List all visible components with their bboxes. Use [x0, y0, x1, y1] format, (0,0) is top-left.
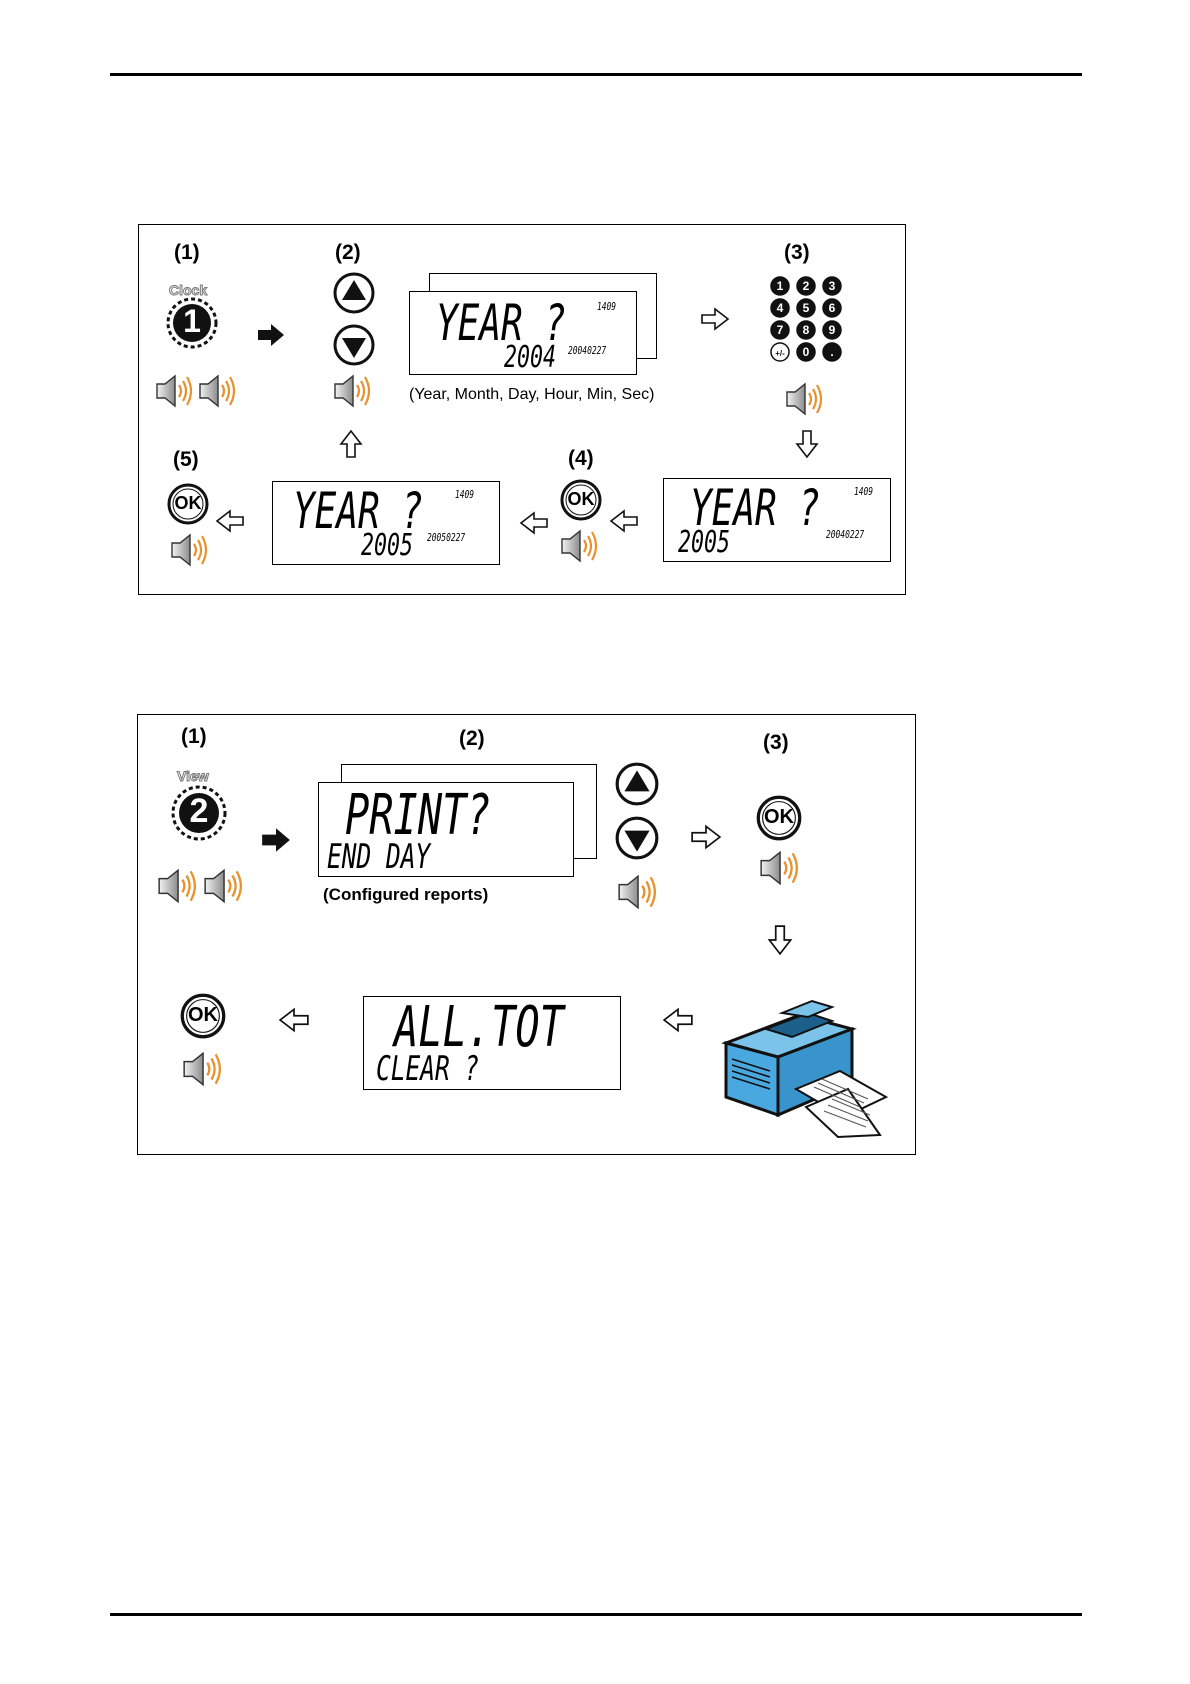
keypad-key-4[interactable]: 4: [771, 299, 789, 317]
lcd-line2: 2004: [504, 340, 556, 375]
solid-arrow-right-icon: [260, 827, 292, 853]
bottom-rule: [110, 1613, 1082, 1616]
svg-text:7: 7: [777, 323, 784, 337]
keypad-key-2[interactable]: 2: [797, 277, 815, 295]
keypad-key-7[interactable]: 7: [771, 321, 789, 339]
lcd-line2: 2005: [678, 525, 730, 560]
step-5-label: (5): [173, 448, 199, 472]
speaker-icon: [332, 373, 372, 409]
clock-key-button[interactable]: 1: [166, 297, 218, 349]
ok-button[interactable]: OK: [166, 482, 210, 526]
svg-text:1: 1: [777, 279, 784, 293]
step-1-label: (1): [174, 241, 200, 265]
speaker-icon: [181, 1050, 223, 1088]
keypad-key-9[interactable]: 9: [823, 321, 841, 339]
step-2-label: (2): [459, 727, 485, 751]
outline-arrow-down-icon: [767, 924, 793, 956]
step-3-label: (3): [784, 241, 810, 265]
ok-label: OK: [166, 493, 210, 514]
speaker-icon: [156, 867, 198, 905]
outline-arrow-left-icon: [662, 1007, 694, 1033]
keypad-key-1[interactable]: 1: [771, 277, 789, 295]
lcd-line2: CLEAR ?: [376, 1049, 479, 1089]
svg-text:6: 6: [829, 301, 836, 315]
outline-arrow-left-icon: [609, 509, 639, 533]
view-key-label: View: [177, 768, 209, 784]
svg-text:0: 0: [803, 345, 810, 359]
step-4-label: (4): [568, 447, 594, 471]
svg-text:.: .: [830, 345, 833, 359]
keypad-key-dot[interactable]: .: [823, 343, 841, 361]
speaker-icon: [559, 528, 599, 564]
outline-arrow-right-icon: [700, 307, 730, 331]
lcd-small-time: 1409: [597, 300, 616, 313]
keypad-key-sign[interactable]: +/-: [771, 343, 789, 361]
svg-text:2: 2: [803, 279, 810, 293]
ok-button[interactable]: OK: [179, 992, 227, 1040]
lcd-small-time: 1409: [455, 488, 474, 501]
configured-reports-caption: (Configured reports): [323, 885, 488, 905]
ok-label: OK: [179, 1004, 227, 1027]
speaker-icon: [784, 381, 824, 417]
up-button-icon[interactable]: [332, 271, 376, 315]
outline-arrow-right-icon: [690, 824, 722, 850]
outline-arrow-left-icon: [519, 511, 549, 535]
speaker-icon: [202, 867, 244, 905]
ok-label: OK: [559, 489, 603, 510]
svg-text:+/-: +/-: [775, 349, 785, 358]
keypad-icon: 1 2 3 4 5 6 7 8 9 +/- 0.: [769, 275, 843, 363]
solid-arrow-right-icon: [256, 323, 286, 347]
down-button-icon[interactable]: [332, 323, 376, 367]
up-button-icon[interactable]: [614, 761, 660, 807]
lcd-year-confirmed: YEAR ? 1409 2005 20050227: [272, 481, 500, 565]
view-key-button[interactable]: 2: [171, 785, 227, 841]
down-button-icon[interactable]: [614, 815, 660, 861]
outline-arrow-down-icon: [795, 429, 819, 459]
figure-set-clock: (1) (2) (3) (4) (5) Clock 1 YEAR ? 1409 …: [138, 224, 906, 595]
lcd-small-date: 20040227: [568, 344, 606, 357]
speaker-icon: [758, 849, 800, 887]
lcd-small-date: 20040227: [826, 528, 864, 541]
numeric-keypad: 1 2 3 4 5 6 7 8 9 +/- 0.: [769, 275, 843, 363]
keypad-key-6[interactable]: 6: [823, 299, 841, 317]
keypad-key-5[interactable]: 5: [797, 299, 815, 317]
outline-arrow-left-icon: [278, 1007, 310, 1033]
svg-text:3: 3: [829, 279, 836, 293]
lcd-print-report: PRINT? END DAY: [318, 782, 574, 877]
outline-arrow-up-icon: [339, 429, 363, 459]
ok-button[interactable]: OK: [559, 478, 603, 522]
ok-button[interactable]: OK: [755, 794, 803, 842]
keypad-key-8[interactable]: 8: [797, 321, 815, 339]
ok-label: OK: [755, 806, 803, 829]
step-3-label: (3): [763, 731, 789, 755]
speaker-icon: [197, 373, 237, 409]
step-1-label: (1): [181, 725, 207, 749]
keypad-key-0[interactable]: 0: [797, 343, 815, 361]
lcd-year-edited: YEAR ? 1409 2005 20040227: [663, 478, 891, 562]
speaker-icon: [616, 873, 658, 911]
clock-key-number: 1: [166, 303, 218, 340]
svg-text:8: 8: [803, 323, 810, 337]
printer-icon: [720, 989, 886, 1137]
svg-text:4: 4: [777, 301, 784, 315]
view-key-number: 2: [171, 792, 227, 831]
lcd-all-totals: ALL.TOT CLEAR ?: [363, 996, 621, 1090]
speaker-icon: [169, 532, 209, 568]
figure-print-report: (1) (2) (3) View 2 PRINT? END DAY (Confi…: [137, 714, 916, 1155]
top-rule: [110, 73, 1082, 76]
svg-text:5: 5: [803, 301, 810, 315]
clock-key-label: Clock: [169, 282, 207, 298]
lcd-small-time: 1409: [854, 485, 873, 498]
step-2-label: (2): [335, 241, 361, 265]
lcd-line2: END DAY: [327, 837, 430, 877]
clock-fields-caption: (Year, Month, Day, Hour, Min, Sec): [409, 386, 654, 404]
speaker-icon: [154, 373, 194, 409]
keypad-key-3[interactable]: 3: [823, 277, 841, 295]
lcd-small-date: 20050227: [427, 531, 465, 544]
lcd-year-initial: YEAR ? 1409 2004 20040227: [409, 291, 637, 375]
lcd-line2: 2005: [361, 528, 413, 563]
svg-text:9: 9: [829, 323, 836, 337]
outline-arrow-left-icon: [215, 509, 245, 533]
